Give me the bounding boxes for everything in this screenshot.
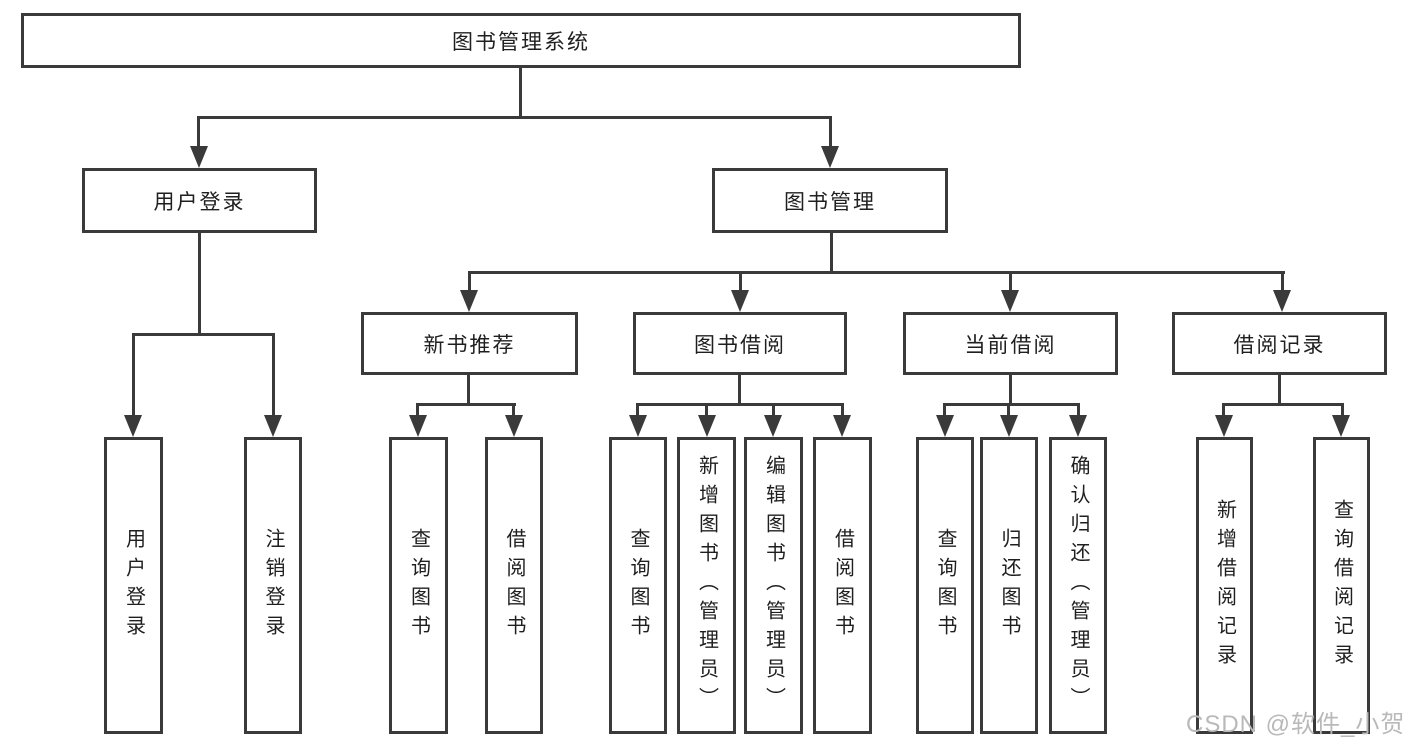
leaf-cb-return-books-label: 归还图书 [998,527,1020,644]
leaf-br-query-record-label: 查询借阅记录 [1330,498,1353,673]
leaf-nb-query-books: 查询图书 [389,437,448,734]
leaf-user-login-label: 用户登录 [122,527,145,644]
connector-borrow-records-bus [1222,403,1344,406]
arrowhead-login-icon [124,415,142,437]
leaf-bb-borrow-books-label: 借阅图书 [831,527,854,644]
arrowhead-current-borrow-icon [1001,290,1019,312]
node-book-borrow: 图书借阅 [633,312,847,375]
arrowhead-bb-add-icon [698,415,716,437]
leaf-cb-query-books-label: 查询图书 [934,527,956,644]
connector-borrow-records-stem [1278,373,1281,406]
arrowhead-nb-borrow-icon [505,415,523,437]
connector-nb-query-drop [416,403,419,418]
connector-br-add-drop [1222,403,1225,418]
leaf-br-add-record: 新增借阅记录 [1196,437,1253,734]
leaf-bb-borrow-books: 借阅图书 [813,437,872,734]
connector-user-login-stem [198,231,201,336]
connector-new-books-bus [416,403,516,406]
connector-book-mgmt-drop [829,116,832,149]
connector-bb-query-drop [636,403,639,418]
connector-logout-drop [272,333,275,417]
connector-book-mgmt-stem [830,232,833,274]
node-book-management: 图书管理 [712,168,948,233]
connector-current-borrow-drop [1009,271,1012,293]
node-new-books-label: 新书推荐 [423,333,516,357]
node-user-login: 用户登录 [82,168,317,233]
arrowhead-user-login-icon [190,146,208,168]
leaf-bb-edit-books: 编辑图书（管理员） [744,437,803,734]
node-user-login-label: 用户登录 [153,190,246,214]
connector-current-borrow-bus [943,403,1080,406]
node-book-borrow-label: 图书借阅 [694,333,786,357]
connector-current-borrow-stem [1009,373,1012,406]
connector-br-query-drop [1341,403,1344,418]
node-root: 图书管理系统 [21,13,1021,68]
connector-user-login-drop [197,116,200,149]
leaf-nb-borrow-books: 借阅图书 [485,437,543,734]
leaf-cb-confirm-return-label: 确认归还（管理员） [1067,455,1089,716]
node-root-label: 图书管理系统 [452,30,590,54]
leaf-logout: 注销登录 [244,437,302,734]
connector-user-login-bus [132,333,275,336]
leaf-cb-query-books: 查询图书 [916,437,974,734]
connector-cb-return-drop [1007,403,1010,418]
leaf-nb-borrow-books-label: 借阅图书 [503,527,525,644]
connector-login-drop [132,333,135,417]
leaf-user-login: 用户登录 [104,437,163,734]
connector-new-books-drop [468,271,471,293]
arrowhead-book-borrow-icon [731,290,749,312]
arrowhead-br-query-icon [1332,415,1350,437]
arrowhead-cb-return-icon [1000,415,1018,437]
arrowhead-cb-confirm-icon [1069,415,1087,437]
leaf-bb-query-books-label: 查询图书 [627,527,649,644]
leaf-cb-return-books: 归还图书 [980,437,1038,734]
node-current-borrow: 当前借阅 [903,312,1118,375]
arrowhead-book-mgmt-icon [821,146,839,168]
node-borrow-records-label: 借阅记录 [1233,333,1326,357]
watermark-text: CSDN @软件_小贺同学 [1186,711,1405,738]
connector-borrow-records-drop [1281,271,1284,293]
leaf-br-add-record-label: 新增借阅记录 [1213,498,1236,673]
arrowhead-bb-query-icon [629,415,647,437]
connector-bb-borrow-drop [841,403,844,418]
leaf-logout-label: 注销登录 [262,527,284,644]
leaf-br-query-record: 查询借阅记录 [1313,437,1370,734]
leaf-bb-edit-books-label: 编辑图书（管理员） [762,455,785,716]
node-current-borrow-label: 当前借阅 [964,333,1057,357]
node-new-books: 新书推荐 [361,312,578,375]
leaf-bb-add-books: 新增图书（管理员） [677,437,736,734]
connector-root-bus [197,116,831,119]
connector-cb-query-drop [943,403,946,418]
leaf-nb-query-books-label: 查询图书 [407,527,430,644]
arrowhead-borrow-records-icon [1273,290,1291,312]
arrowhead-new-books-icon [460,290,478,312]
arrowhead-bb-borrow-icon [833,415,851,437]
connector-bb-add-drop [705,403,708,418]
connector-cb-confirm-drop [1077,403,1080,418]
arrowhead-nb-query-icon [409,415,427,437]
connector-root-stem [519,66,522,118]
connector-new-books-stem [467,373,470,406]
leaf-bb-add-books-label: 新增图书（管理员） [695,455,718,716]
arrowhead-logout-icon [264,415,282,437]
leaf-cb-confirm-return: 确认归还（管理员） [1049,437,1107,734]
connector-nb-borrow-drop [512,403,515,418]
connector-book-borrow-stem [738,373,741,406]
connector-book-borrow-drop [739,271,742,293]
connector-bb-edit-drop [772,403,775,418]
arrowhead-br-add-icon [1215,415,1233,437]
node-borrow-records: 借阅记录 [1172,312,1387,375]
connector-book-mgmt-bus [468,271,1285,274]
arrowhead-bb-edit-icon [764,415,782,437]
node-book-management-label: 图书管理 [784,190,876,214]
connector-book-borrow-bus [636,403,844,406]
leaf-bb-query-books: 查询图书 [609,437,667,734]
arrowhead-cb-query-icon [936,415,954,437]
